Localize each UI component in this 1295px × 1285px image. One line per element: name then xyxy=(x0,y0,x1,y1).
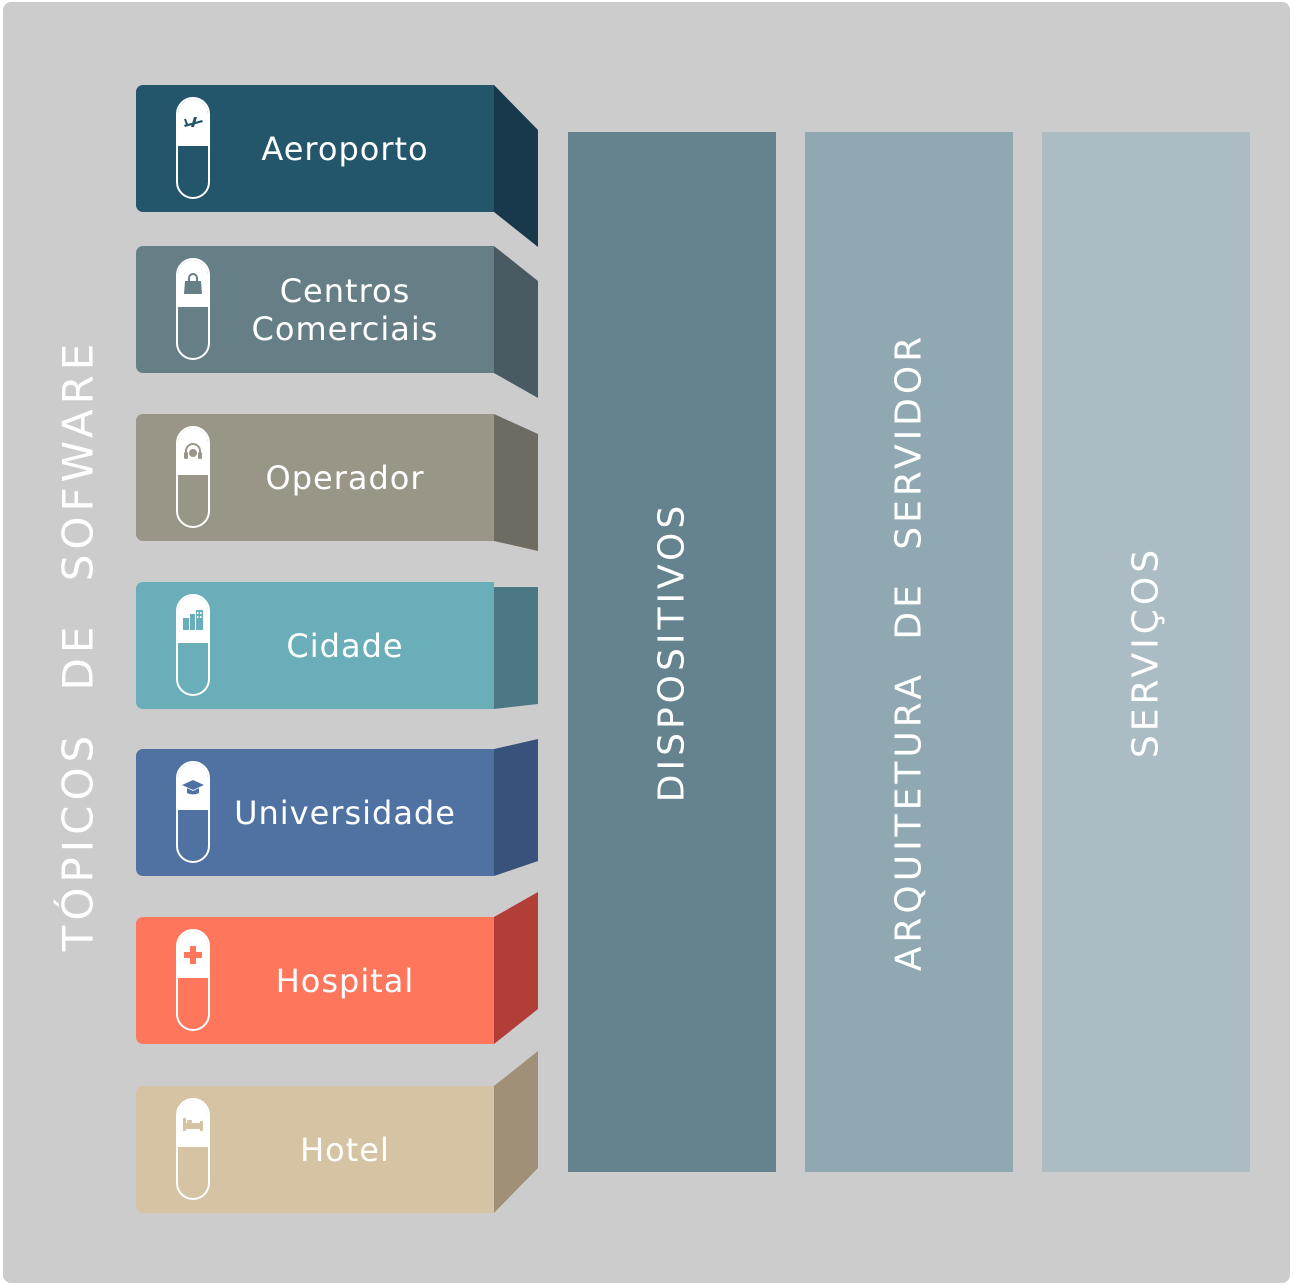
column-dispositivos: DISPOSITIVOS xyxy=(568,132,776,1172)
topic-depth-face xyxy=(494,1051,538,1213)
topic-front-face: Hotel xyxy=(136,1086,494,1213)
diagram-title: TÓPICOS DE SOFWARE xyxy=(53,338,103,952)
topic-front-face: Aeroporto xyxy=(136,85,494,212)
topic-depth-face xyxy=(494,739,538,876)
topic-depth-face xyxy=(494,414,538,551)
column-label: ARQUITETURA DE SERVIDOR xyxy=(888,332,930,972)
capsule-icon xyxy=(176,929,210,1031)
topic-front-face: Hospital xyxy=(136,917,494,1044)
topic-label: Hospital xyxy=(275,961,415,1000)
capsule-icon xyxy=(176,1098,210,1200)
topic-side-shape xyxy=(494,587,538,709)
topic-front-face: Cidade xyxy=(136,582,494,709)
topic-depth-face xyxy=(494,587,538,709)
topic-label: Operador xyxy=(265,458,425,497)
medical-cross-icon xyxy=(184,946,202,964)
topic-front-face: Operador xyxy=(136,414,494,541)
topic-label: Universidade xyxy=(234,793,456,832)
capsule-icon xyxy=(176,426,210,528)
capsule-icon xyxy=(176,258,210,360)
topic-label: Aeroporto xyxy=(261,129,429,168)
topic-depth-face xyxy=(494,892,538,1044)
headset-icon xyxy=(184,443,202,459)
shopping-bag-icon xyxy=(184,273,202,294)
column-arquitetura-de-servidor: ARQUITETURA DE SERVIDOR xyxy=(805,132,1013,1172)
topic-side-shape xyxy=(494,739,538,876)
topic-aeroporto: Aeroporto xyxy=(136,85,538,247)
topic-side-shape xyxy=(494,1051,538,1213)
topic-hotel: Hotel xyxy=(136,1051,538,1213)
topic-depth-face xyxy=(494,246,538,398)
topic-side-shape xyxy=(494,892,538,1044)
buildings-icon xyxy=(183,610,203,630)
column-label: DISPOSITIVOS xyxy=(651,501,693,803)
topic-cidade: Cidade xyxy=(136,582,538,709)
graduation-cap-icon xyxy=(182,780,204,795)
topic-side-shape xyxy=(494,246,538,398)
topic-depth-face xyxy=(494,85,538,247)
topic-front-face: Universidade xyxy=(136,749,494,876)
airplane-icon xyxy=(184,117,203,127)
topic-label: Cidade xyxy=(286,626,404,665)
topic-label: Hotel xyxy=(300,1130,390,1169)
column-label: SERVIÇOS xyxy=(1125,545,1167,759)
topic-operador: Operador xyxy=(136,414,538,551)
topic-universidade: Universidade xyxy=(136,739,538,876)
capsule-icon xyxy=(176,761,210,863)
topic-side-shape xyxy=(494,85,538,247)
topic-hospital: Hospital xyxy=(136,892,538,1044)
bed-icon xyxy=(183,1118,203,1131)
capsule-icon xyxy=(176,97,210,199)
topic-side-shape xyxy=(494,414,538,551)
capsule-icon xyxy=(176,594,210,696)
column-servicos: SERVIÇOS xyxy=(1042,132,1250,1172)
